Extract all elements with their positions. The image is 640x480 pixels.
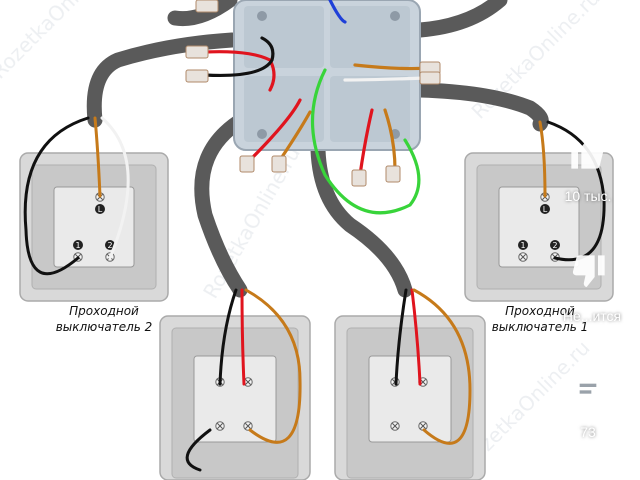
- thumbs-down-icon: [572, 255, 605, 287]
- caption-line: выключатель 1: [491, 320, 589, 334]
- wire-brown: [93, 116, 102, 198]
- wire-red: [410, 288, 422, 386]
- switch-left-caption: Проходной выключатель 2: [40, 303, 168, 335]
- wire-green: [311, 68, 421, 215]
- switch-wires: [23, 116, 606, 472]
- wire-brown: [538, 120, 547, 198]
- caption-line: Проходной: [505, 304, 575, 318]
- cable-right-switch: [412, 82, 549, 132]
- wire-black: [185, 428, 212, 472]
- terminal-label: 1: [75, 241, 80, 250]
- terminal-label: L: [98, 205, 103, 214]
- cable-left-switch: [86, 32, 240, 128]
- cable-top-left: [167, 0, 238, 27]
- cross-switch-left: [159, 315, 311, 480]
- comment-button[interactable]: 73: [556, 370, 620, 450]
- like-button[interactable]: 10 тыс.: [556, 130, 620, 220]
- caption-line: выключатель 2: [55, 320, 153, 334]
- wire-black: [23, 116, 90, 276]
- wire-brown: [244, 288, 302, 444]
- terminal-label: 1: [520, 241, 525, 250]
- junction-box: [233, 0, 421, 151]
- wire-red: [240, 288, 246, 386]
- switch-right-caption: Проходной выключатель 1: [490, 303, 590, 335]
- cable-top-right: [412, 0, 508, 38]
- wire-red: [358, 108, 374, 177]
- cable-bottom-left: [194, 110, 253, 298]
- comment-count: 73: [580, 424, 596, 440]
- comment-icon: [573, 377, 603, 407]
- wire-brown: [383, 108, 397, 172]
- dislike-button[interactable]: Не...ится: [556, 250, 640, 330]
- wire-red: [248, 98, 302, 162]
- wire-black: [218, 288, 238, 386]
- wire-red: [203, 50, 276, 92]
- box-wires: [203, 0, 432, 215]
- wire-white: [100, 116, 130, 260]
- caption-line: Проходной: [69, 304, 139, 318]
- wire-blue: [328, 0, 347, 24]
- terminal-label: 2: [552, 241, 557, 250]
- switch-left: L 1 2: [19, 152, 169, 302]
- terminal-label: L: [543, 205, 548, 214]
- cable-bottom-right: [310, 142, 413, 298]
- cables: [86, 0, 549, 298]
- wire-black: [394, 288, 408, 386]
- terminal-label: 2: [107, 241, 112, 250]
- thumbs-up-icon: [571, 137, 604, 169]
- dislike-label: Не...ится: [562, 308, 622, 324]
- wire-brown: [278, 110, 312, 162]
- wire-black: [203, 36, 275, 78]
- connectors: [185, 0, 441, 187]
- wire-brown: [412, 288, 472, 445]
- like-count: 10 тыс.: [564, 188, 612, 204]
- wire-white: [343, 76, 427, 82]
